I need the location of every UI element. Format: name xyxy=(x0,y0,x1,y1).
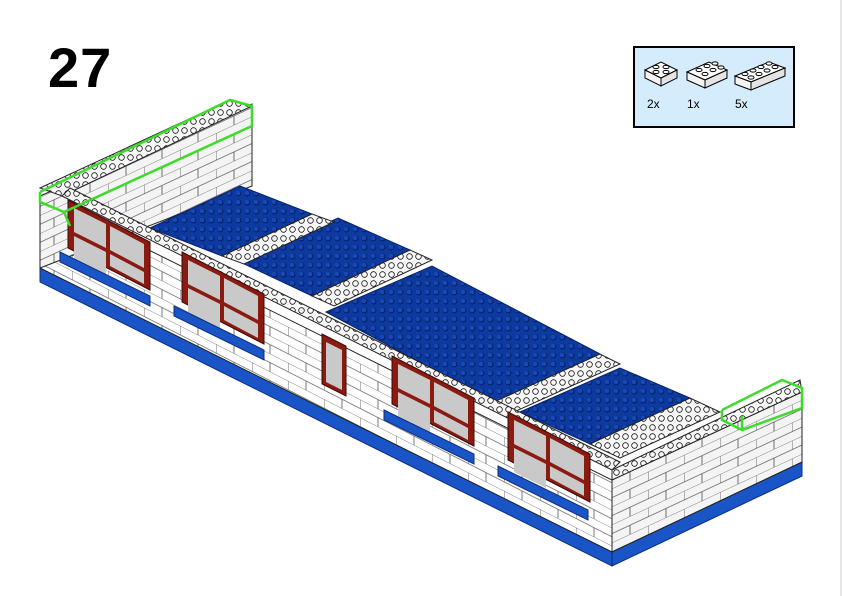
front-wall-top-studs xyxy=(61,187,803,481)
page-edge-divider xyxy=(840,0,842,596)
door xyxy=(321,333,347,397)
window-2 xyxy=(181,251,265,345)
brick-2x4-icon xyxy=(733,61,787,91)
white-divider-rows xyxy=(220,213,722,459)
new-brick-highlights xyxy=(38,98,804,432)
window-3 xyxy=(391,355,475,447)
part-qty: 1x xyxy=(687,97,700,111)
part-brick-2x3: 1x xyxy=(685,58,729,110)
blue-window-sills xyxy=(59,251,589,521)
windows xyxy=(67,199,591,503)
part-brick-2x2: 2x xyxy=(643,58,679,110)
brick-2x2-icon xyxy=(643,61,679,87)
part-qty: 5x xyxy=(735,97,748,111)
window-1 xyxy=(67,199,151,291)
part-qty: 2x xyxy=(647,97,660,111)
window-4 xyxy=(507,411,591,503)
blue-baseplate-sections xyxy=(148,185,692,445)
step-number: 27 xyxy=(48,36,113,99)
brick-2x3-icon xyxy=(685,61,729,89)
part-brick-2x4: 5x xyxy=(733,58,787,110)
parts-list-callout: 2x 1x xyxy=(633,46,795,128)
